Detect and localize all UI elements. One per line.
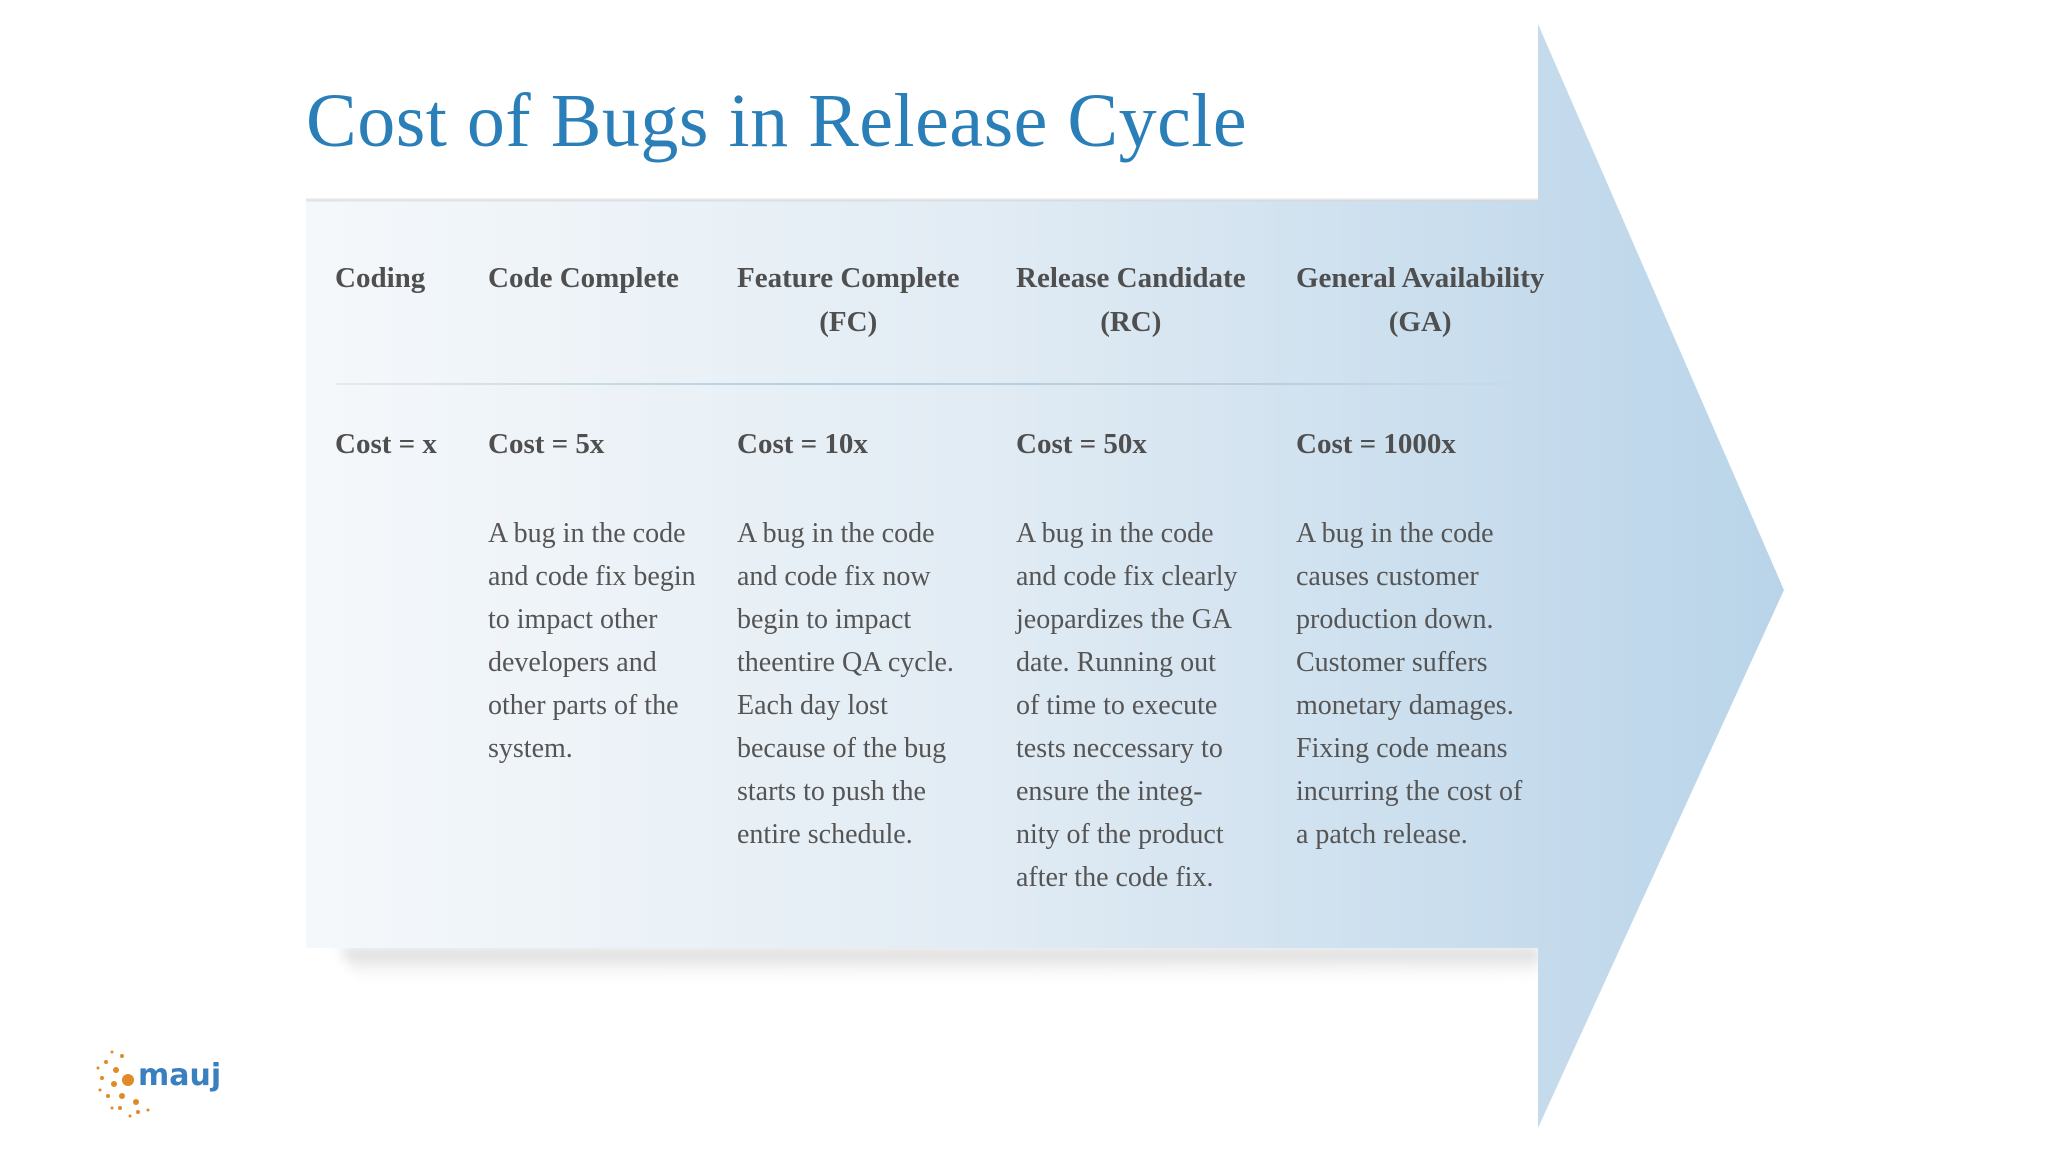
stage-name: Code Complete — [488, 262, 679, 294]
stage-header-coding: Coding — [335, 256, 425, 300]
description-line: and code fix now — [737, 561, 931, 592]
description-line: date. Running out — [1016, 647, 1216, 678]
stage-header-code-complete: Code Complete — [488, 256, 679, 300]
description-line: and code fix clearly — [1016, 561, 1238, 592]
description-line: monetary damages. — [1296, 690, 1514, 721]
description-line: production down. — [1296, 604, 1494, 635]
description-line: starts to push the — [737, 776, 926, 807]
stage-header-release-candidate: Release Candidate (RC) — [1016, 256, 1246, 344]
description-line: ensure the integ- — [1016, 776, 1203, 807]
description-line: incurring the cost of — [1296, 776, 1523, 807]
description-line: theentire QA cycle. — [737, 647, 954, 678]
description-line: A bug in the code — [737, 518, 935, 549]
stage-cost-release-candidate: Cost = 50x — [1016, 428, 1147, 460]
description-line: and code fix begin — [488, 561, 696, 592]
stage-cost-feature-complete: Cost = 10x — [737, 428, 868, 460]
description-line: of time to execute — [1016, 690, 1218, 721]
description-line: other parts of the — [488, 690, 679, 721]
description-line: system. — [488, 733, 573, 764]
stage-header-feature-complete: Feature Complete (FC) — [737, 256, 960, 344]
header-divider — [336, 383, 1516, 385]
stage-abbrev: (GA) — [1388, 306, 1452, 338]
stage-name: Release Candidate — [1016, 262, 1246, 294]
stage-abbrev: (FC) — [819, 306, 878, 338]
description-line: jeopardizes the GA — [1016, 604, 1233, 635]
stage-description-feature-complete: A bug in the code and code fix now begin… — [737, 512, 954, 856]
description-line: developers and — [488, 647, 657, 678]
description-line: Fixing code means — [1296, 733, 1508, 764]
sunburst-logo-icon — [96, 1050, 150, 1118]
page-title: Cost of Bugs in Release Cycle — [306, 79, 1248, 163]
stage-cost-general-availability: Cost = 1000x — [1296, 428, 1456, 460]
description-line: after the code fix. — [1016, 862, 1214, 893]
description-line: Each day lost — [737, 690, 888, 721]
description-line: entire schedule. — [737, 819, 913, 850]
stage-cost-code-complete: Cost = 5x — [488, 428, 605, 460]
stage-cost-coding: Cost = x — [335, 428, 437, 460]
stage-description-code-complete: A bug in the code and code fix begin to … — [488, 512, 696, 770]
stage-name: Feature Complete — [737, 262, 960, 294]
stage-name: General Availability — [1296, 262, 1545, 294]
description-line: A bug in the code — [1296, 518, 1494, 549]
description-line: a patch release. — [1296, 819, 1468, 850]
stage-header-general-availability: General Availability (GA) — [1296, 256, 1544, 344]
logo-wordmark: mauj — [138, 1058, 222, 1093]
description-line: to impact other — [488, 604, 658, 635]
stage-abbrev: (RC) — [1100, 306, 1162, 338]
description-line: causes customer — [1296, 561, 1479, 592]
description-line: because of the bug — [737, 733, 947, 764]
stage-description-general-availability: A bug in the code causes customer produc… — [1296, 512, 1522, 856]
description-line: nity of the product — [1016, 819, 1224, 850]
description-line: A bug in the code — [488, 518, 686, 549]
description-line: tests neccessary to — [1016, 733, 1223, 764]
description-line: A bug in the code — [1016, 518, 1214, 549]
description-line: Customer suffers — [1296, 647, 1488, 678]
description-line: begin to impact — [737, 604, 912, 635]
stage-description-release-candidate: A bug in the code and code fix clearly j… — [1016, 512, 1238, 899]
stage-name: Coding — [335, 262, 426, 294]
